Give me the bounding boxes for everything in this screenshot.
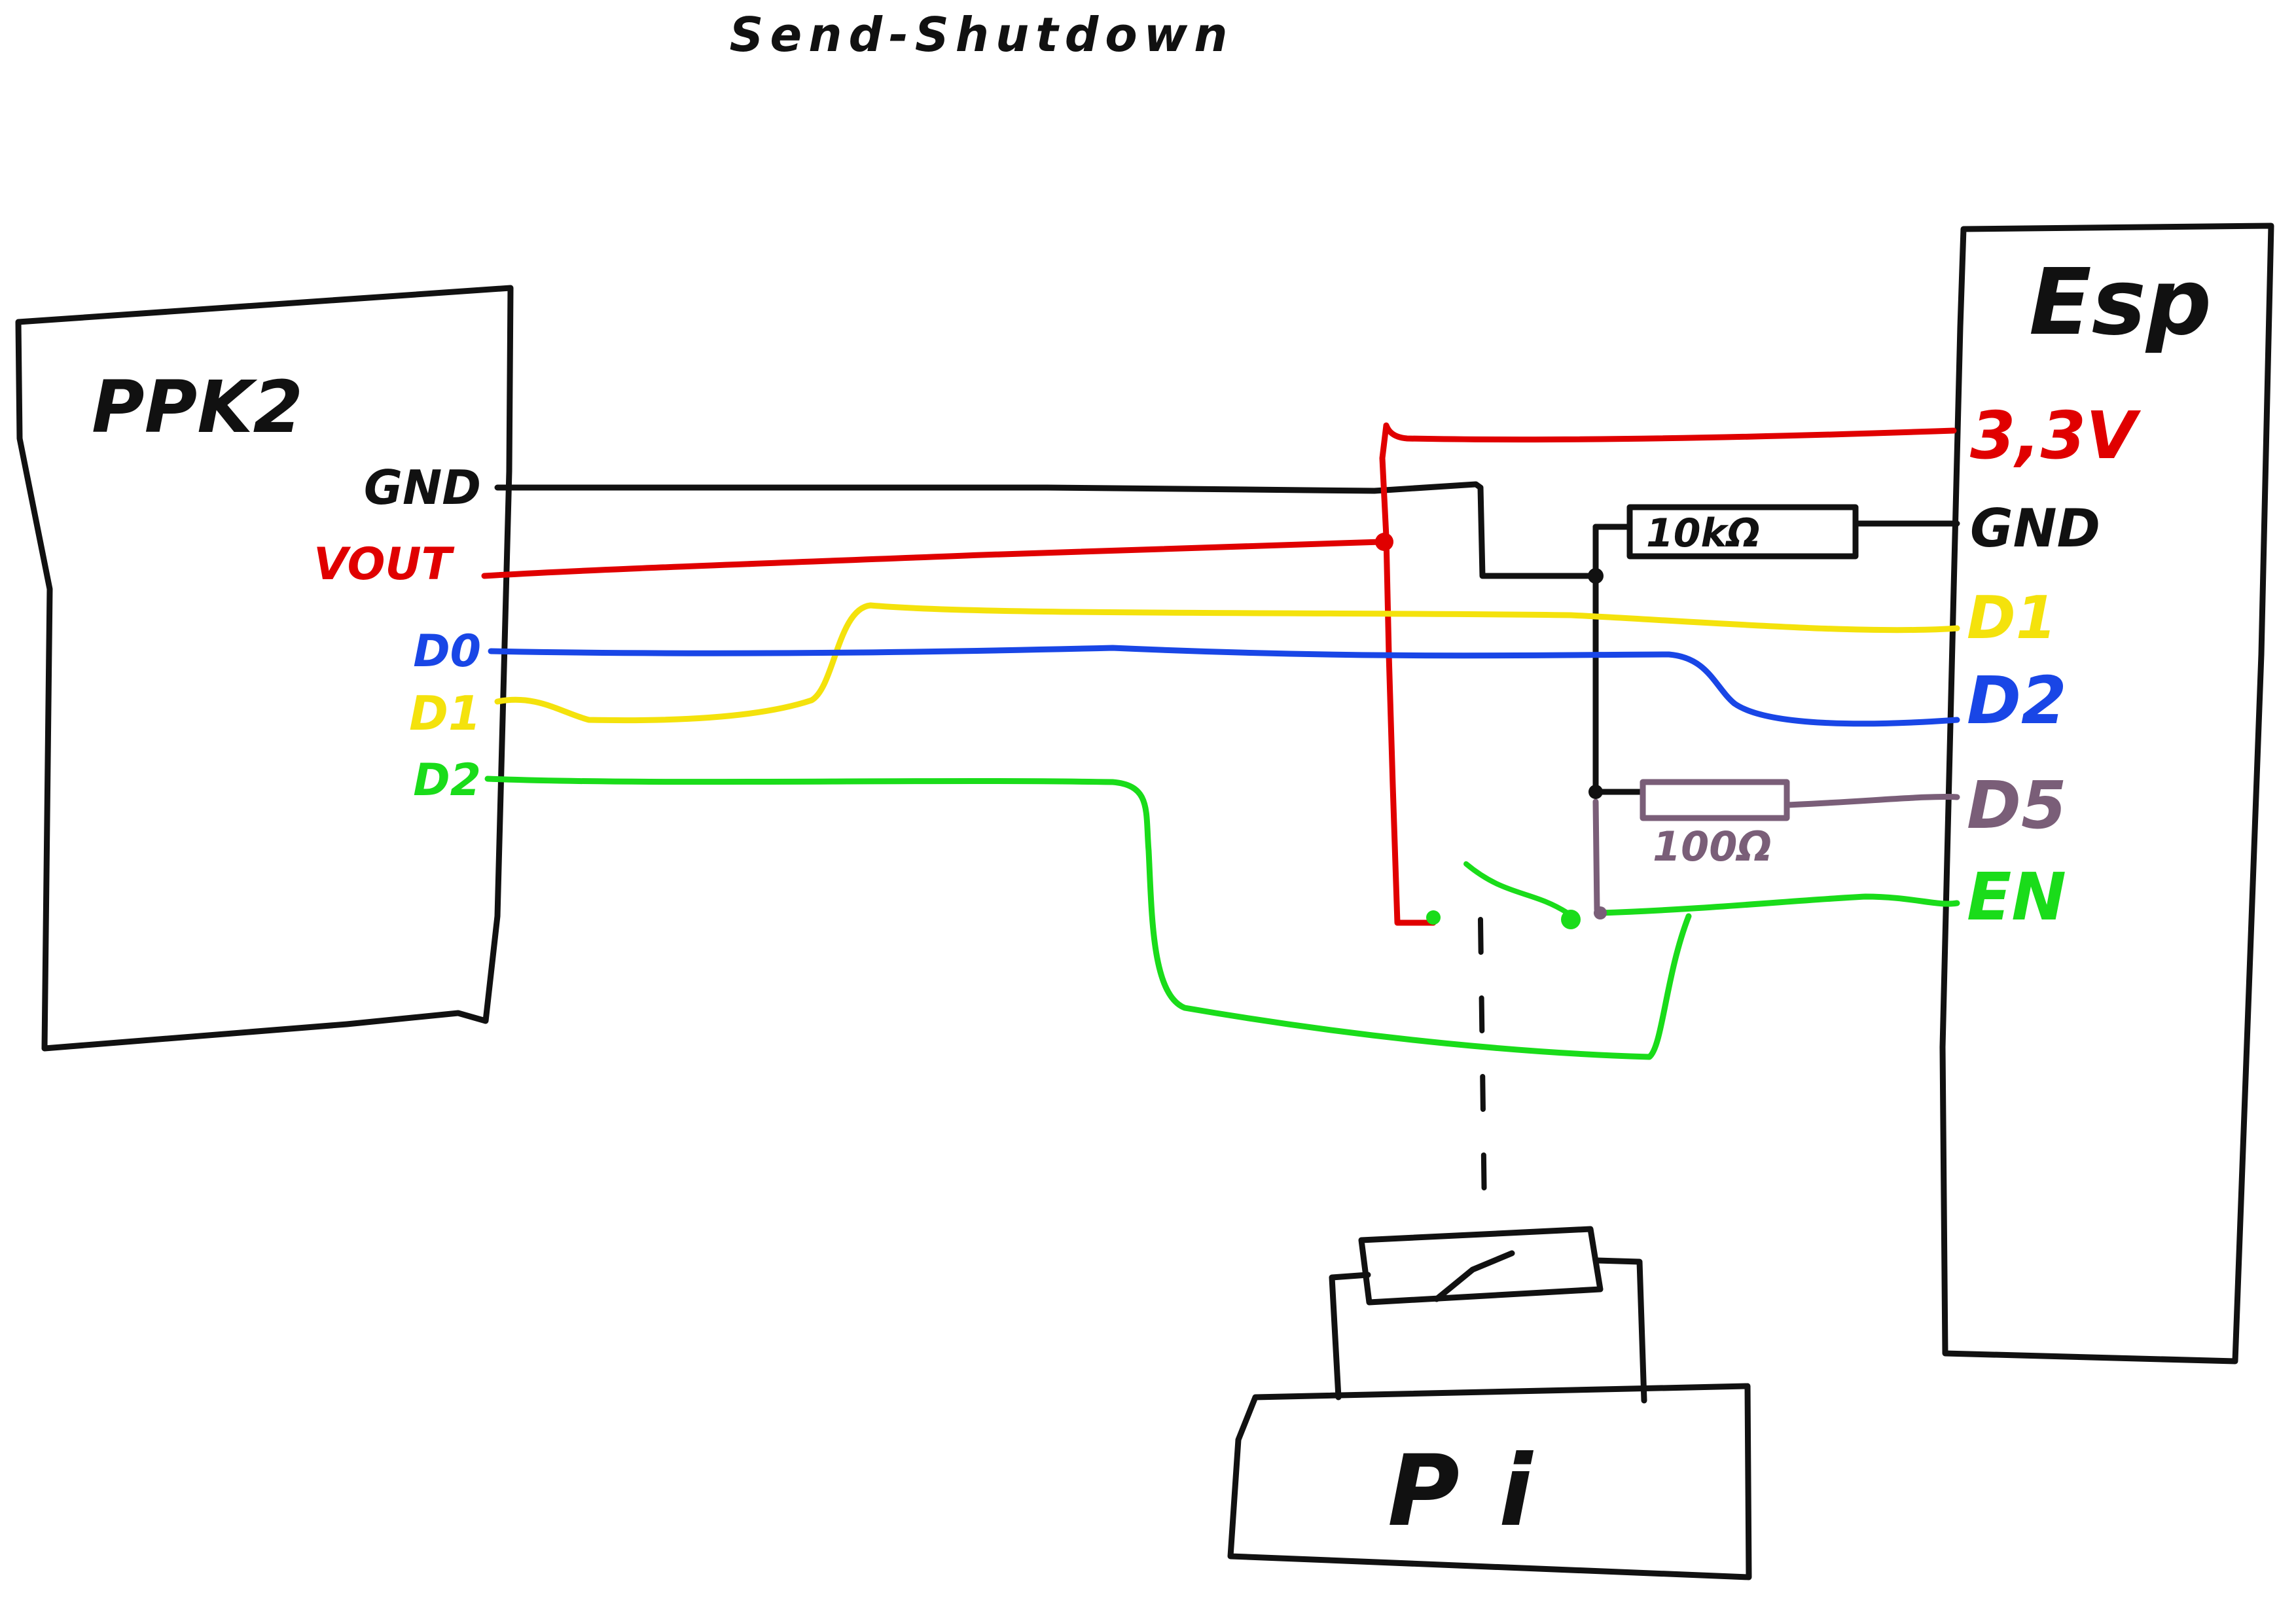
pi-box [1227,1383,1752,1580]
ppk2-pin-d2: D2 [413,755,481,806]
wire-d0 [488,645,1960,727]
wire-d1 [494,602,1960,724]
switch-arm [1463,861,1570,916]
pi-button-switch [1433,1250,1515,1302]
wire-d5-left [1592,798,1604,916]
esp-pin-gnd: GND [1970,498,2100,559]
ppk2-box [15,285,514,1052]
ppk2-pin-d1: D1 [409,686,481,741]
esp-pin-3v3: 3,3V [1970,397,2141,474]
junction-red [1375,533,1393,551]
switch-contact-left [1426,910,1441,925]
resistor-10k-body [1626,504,1859,560]
esp-device: Esp 3,3V GND D1 D2 D5 EN [1939,223,2274,1364]
junction-gnd [1588,568,1604,584]
esp-pin-d5: D5 [1967,767,2067,844]
resistor-100-body [1640,779,1790,821]
wire-en [1597,893,1960,916]
wire-d2-ppk2 [484,776,1692,1060]
switch-contact-right [1561,910,1581,929]
wire-d5-to-resistor [1784,793,1960,808]
wire-vout [481,539,1384,579]
junction-rail [1588,785,1603,799]
ppk2-pin-d0: D0 [413,626,481,677]
resistor-10k: 10kΩ [1626,504,1859,560]
ppk2-pin-vout: VOUT [314,539,454,590]
esp-box [1939,223,2274,1364]
mechanical-link-dashed [1478,917,1487,1213]
esp-pin-en: EN [1967,859,2066,935]
esp-label: Esp [2029,249,2212,356]
esp-pin-d2: D2 [1967,662,2067,739]
esp-pin-d1: D1 [1967,584,2056,652]
pi-label: Pi [1388,1435,1571,1548]
ppk2-label: PPK2 [92,365,303,449]
wire-3v3 [1379,422,1957,926]
wire-black-rail [1592,524,1646,795]
diagram-title: Send-Shutdown [730,7,1234,62]
junction-en [1594,906,1607,919]
wire-gnd [494,481,1599,579]
pi-device: Pi [1227,1226,1752,1580]
ppk2-device: PPK2 GND VOUT D0 D1 D2 [15,285,514,1052]
resistor-100: 100Ω [1640,779,1790,870]
pi-connector [1329,1257,1647,1404]
resistor-100-label: 100Ω [1653,823,1772,870]
resistor-10k-label: 10kΩ [1646,510,1760,556]
ppk2-pin-gnd: GND [364,460,481,515]
pi-button-body [1358,1226,1604,1306]
